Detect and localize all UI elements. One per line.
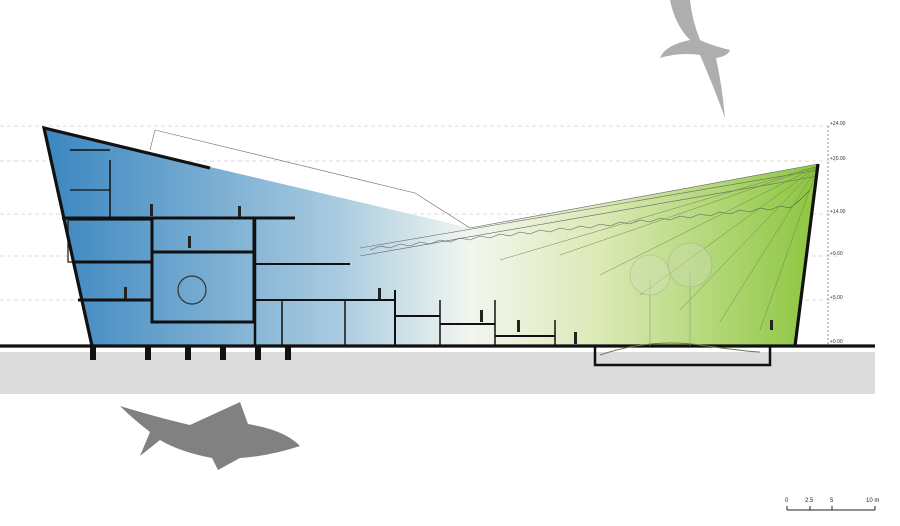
scale-label-10m: 10 m	[866, 498, 879, 504]
level-markers: +24.00 +20.00 +14.00 +9.60 +5.00 +0.00	[827, 121, 846, 346]
basement-pool	[593, 346, 772, 367]
shell-outline-right	[793, 163, 820, 347]
scale-label-0: 0	[785, 498, 789, 504]
level-label-5: +5.00	[830, 295, 843, 301]
scale-bar: 0 2.5 5 10 m	[785, 498, 879, 511]
roof-glazing-lines	[149, 129, 819, 257]
people-figures	[124, 204, 773, 344]
level-label-9-6: +9.60	[830, 251, 843, 257]
level-label-14: +14.00	[830, 209, 846, 215]
scale-label-5: 5	[830, 498, 834, 504]
foundation-piers	[90, 346, 291, 360]
level-label-0: +0.00	[830, 339, 843, 345]
building-shell	[44, 128, 818, 346]
trees	[629, 242, 713, 346]
scale-label-2-5: 2.5	[805, 498, 814, 504]
seagull-sketch	[660, 0, 730, 118]
floor-slabs	[62, 149, 556, 346]
shark-sketch	[120, 402, 300, 470]
aquarium-tunnel	[177, 275, 207, 305]
ground-band	[0, 352, 875, 394]
shell-outline	[41, 125, 211, 347]
pool-landscape	[599, 342, 761, 356]
roof-truss	[369, 189, 811, 251]
level-label-20: +20.00	[830, 156, 846, 162]
level-label-24: +24.00	[830, 121, 846, 127]
